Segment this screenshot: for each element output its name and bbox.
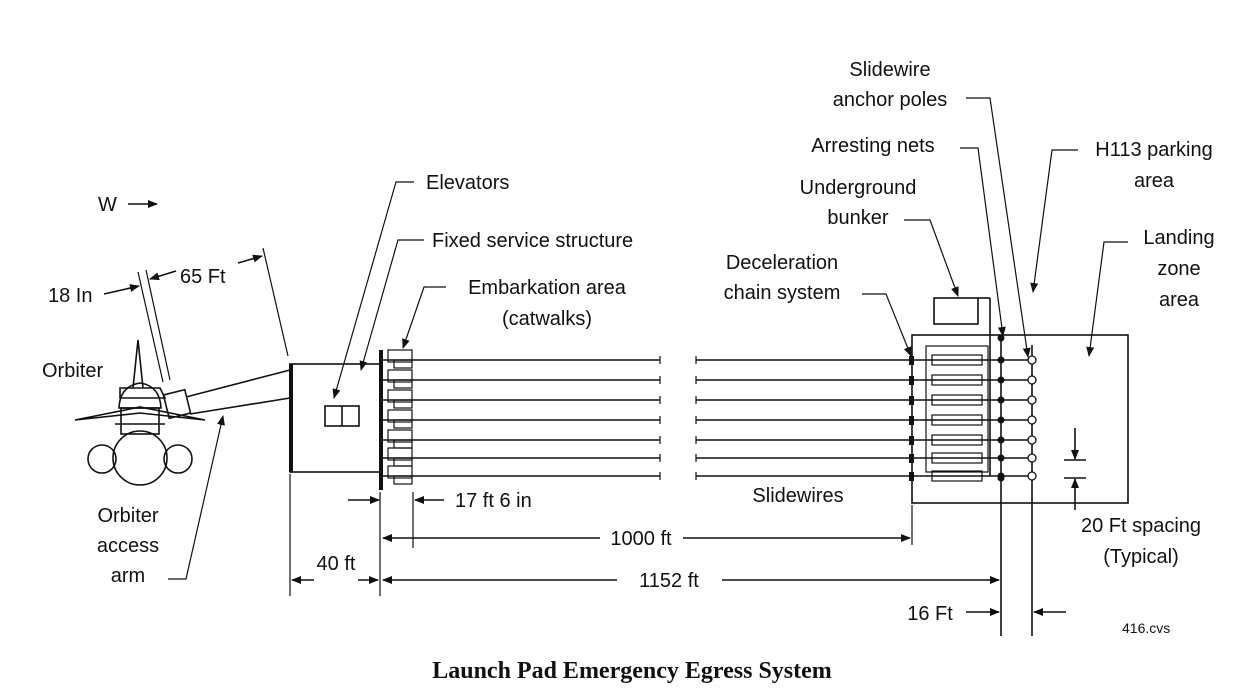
label-spacing-1: 20 Ft spacing (1081, 515, 1201, 537)
anchor-pole (1027, 355, 1037, 365)
anchor-poles (1027, 355, 1037, 481)
fixed-service-structure (289, 350, 383, 490)
label-spacing-2: (Typical) (1103, 546, 1179, 568)
label-orbiter-access-arm-1: Orbiter (97, 505, 158, 527)
label-embarkation-1: Embarkation area (468, 277, 627, 299)
chain-block (909, 454, 914, 463)
catwalk-step (393, 379, 413, 389)
catwalk (387, 465, 413, 479)
catwalk-step (393, 475, 413, 485)
label-orbiter-access-arm-2: access (97, 535, 159, 557)
catwalk (387, 429, 413, 443)
label-wind-direction: W (98, 194, 117, 216)
label-arresting-nets: Arresting nets (811, 135, 934, 157)
chain-block (909, 472, 914, 481)
label-fixed-service-structure: Fixed service structure (432, 230, 633, 252)
chain-block (909, 396, 914, 405)
catwalk-step (393, 359, 413, 369)
chain-block (909, 356, 914, 365)
dim-18-in: 18 In (48, 285, 92, 307)
anchor-pole (1027, 471, 1037, 481)
diagram-labels: Slidewire anchor poles Arresting nets H1… (42, 59, 1215, 684)
net-node (997, 454, 1005, 462)
chain-loop (931, 452, 983, 464)
label-h113-parking-1: H113 parking (1095, 139, 1212, 161)
catwalk (387, 409, 413, 423)
catwalk-step (393, 399, 413, 409)
catwalk-step (393, 457, 413, 467)
chain-block (909, 436, 914, 445)
catwalk (387, 447, 413, 461)
dim-1000ft: 1000 ft (610, 528, 672, 550)
anchor-pole (1027, 415, 1037, 425)
catwalk (387, 349, 413, 363)
dim-1152ft: 1152 ft (639, 570, 699, 592)
anchor-pole (1027, 395, 1037, 405)
chain-frame (925, 345, 989, 473)
label-orbiter-access-arm-3: arm (111, 565, 145, 587)
label-slidewire-anchor-poles-2: anchor poles (833, 89, 948, 111)
label-landing-zone-3: area (1159, 289, 1200, 311)
catwalk (387, 369, 413, 383)
catwalk-step (393, 439, 413, 449)
catwalk (387, 389, 413, 403)
net-node (997, 474, 1005, 482)
net-node (997, 376, 1005, 384)
chain-loop (931, 374, 983, 386)
file-code: 416.cvs (1122, 620, 1170, 636)
label-underground-bunker-2: bunker (827, 207, 888, 229)
dim-40ft: 40 ft (317, 553, 356, 575)
label-slidewires: Slidewires (752, 485, 843, 507)
dim-16ft: 16 Ft (907, 603, 953, 625)
label-underground-bunker-1: Underground (800, 177, 917, 199)
deceleration-chain-system (909, 345, 989, 482)
net-node (997, 436, 1005, 444)
leader-lines (128, 97, 1128, 580)
embarkation-catwalks (387, 349, 413, 485)
anchor-pole (1027, 435, 1037, 445)
anchor-pole (1027, 375, 1037, 385)
label-orbiter: Orbiter (42, 360, 103, 382)
chain-loop (931, 414, 983, 426)
anchor-pole (1027, 453, 1037, 463)
label-embarkation-2: (catwalks) (502, 308, 592, 330)
dim-17ft-6in: 17 ft 6 in (455, 490, 532, 512)
chain-loop (931, 470, 983, 482)
chain-loop (931, 354, 983, 366)
landing-zone (911, 297, 1129, 636)
chain-loop (931, 434, 983, 446)
dimension-lines (103, 247, 1066, 616)
label-landing-zone-1: Landing (1143, 227, 1214, 249)
dim-65-ft: 65 Ft (180, 266, 226, 288)
figure-caption: Launch Pad Emergency Egress System (432, 658, 832, 684)
net-node (997, 416, 1005, 424)
chain-block (909, 416, 914, 425)
net-node (997, 396, 1005, 404)
arresting-nets (997, 334, 1005, 482)
catwalk-step (393, 419, 413, 429)
chain-loop (931, 394, 983, 406)
spacing-indicator (1064, 428, 1086, 510)
orbiter-access-arm (162, 369, 291, 420)
label-deceleration-1: Deceleration (726, 252, 838, 274)
label-elevators: Elevators (426, 172, 509, 194)
chain-block (909, 376, 914, 385)
underground-bunker (933, 297, 979, 325)
net-node (997, 356, 1005, 364)
orbiter-drawing (74, 339, 206, 486)
label-slidewire-anchor-poles-1: Slidewire (849, 59, 930, 81)
label-deceleration-2: chain system (724, 282, 841, 304)
label-landing-zone-2: zone (1157, 258, 1200, 280)
slidewires (381, 356, 1028, 480)
label-h113-parking-2: area (1134, 170, 1175, 192)
